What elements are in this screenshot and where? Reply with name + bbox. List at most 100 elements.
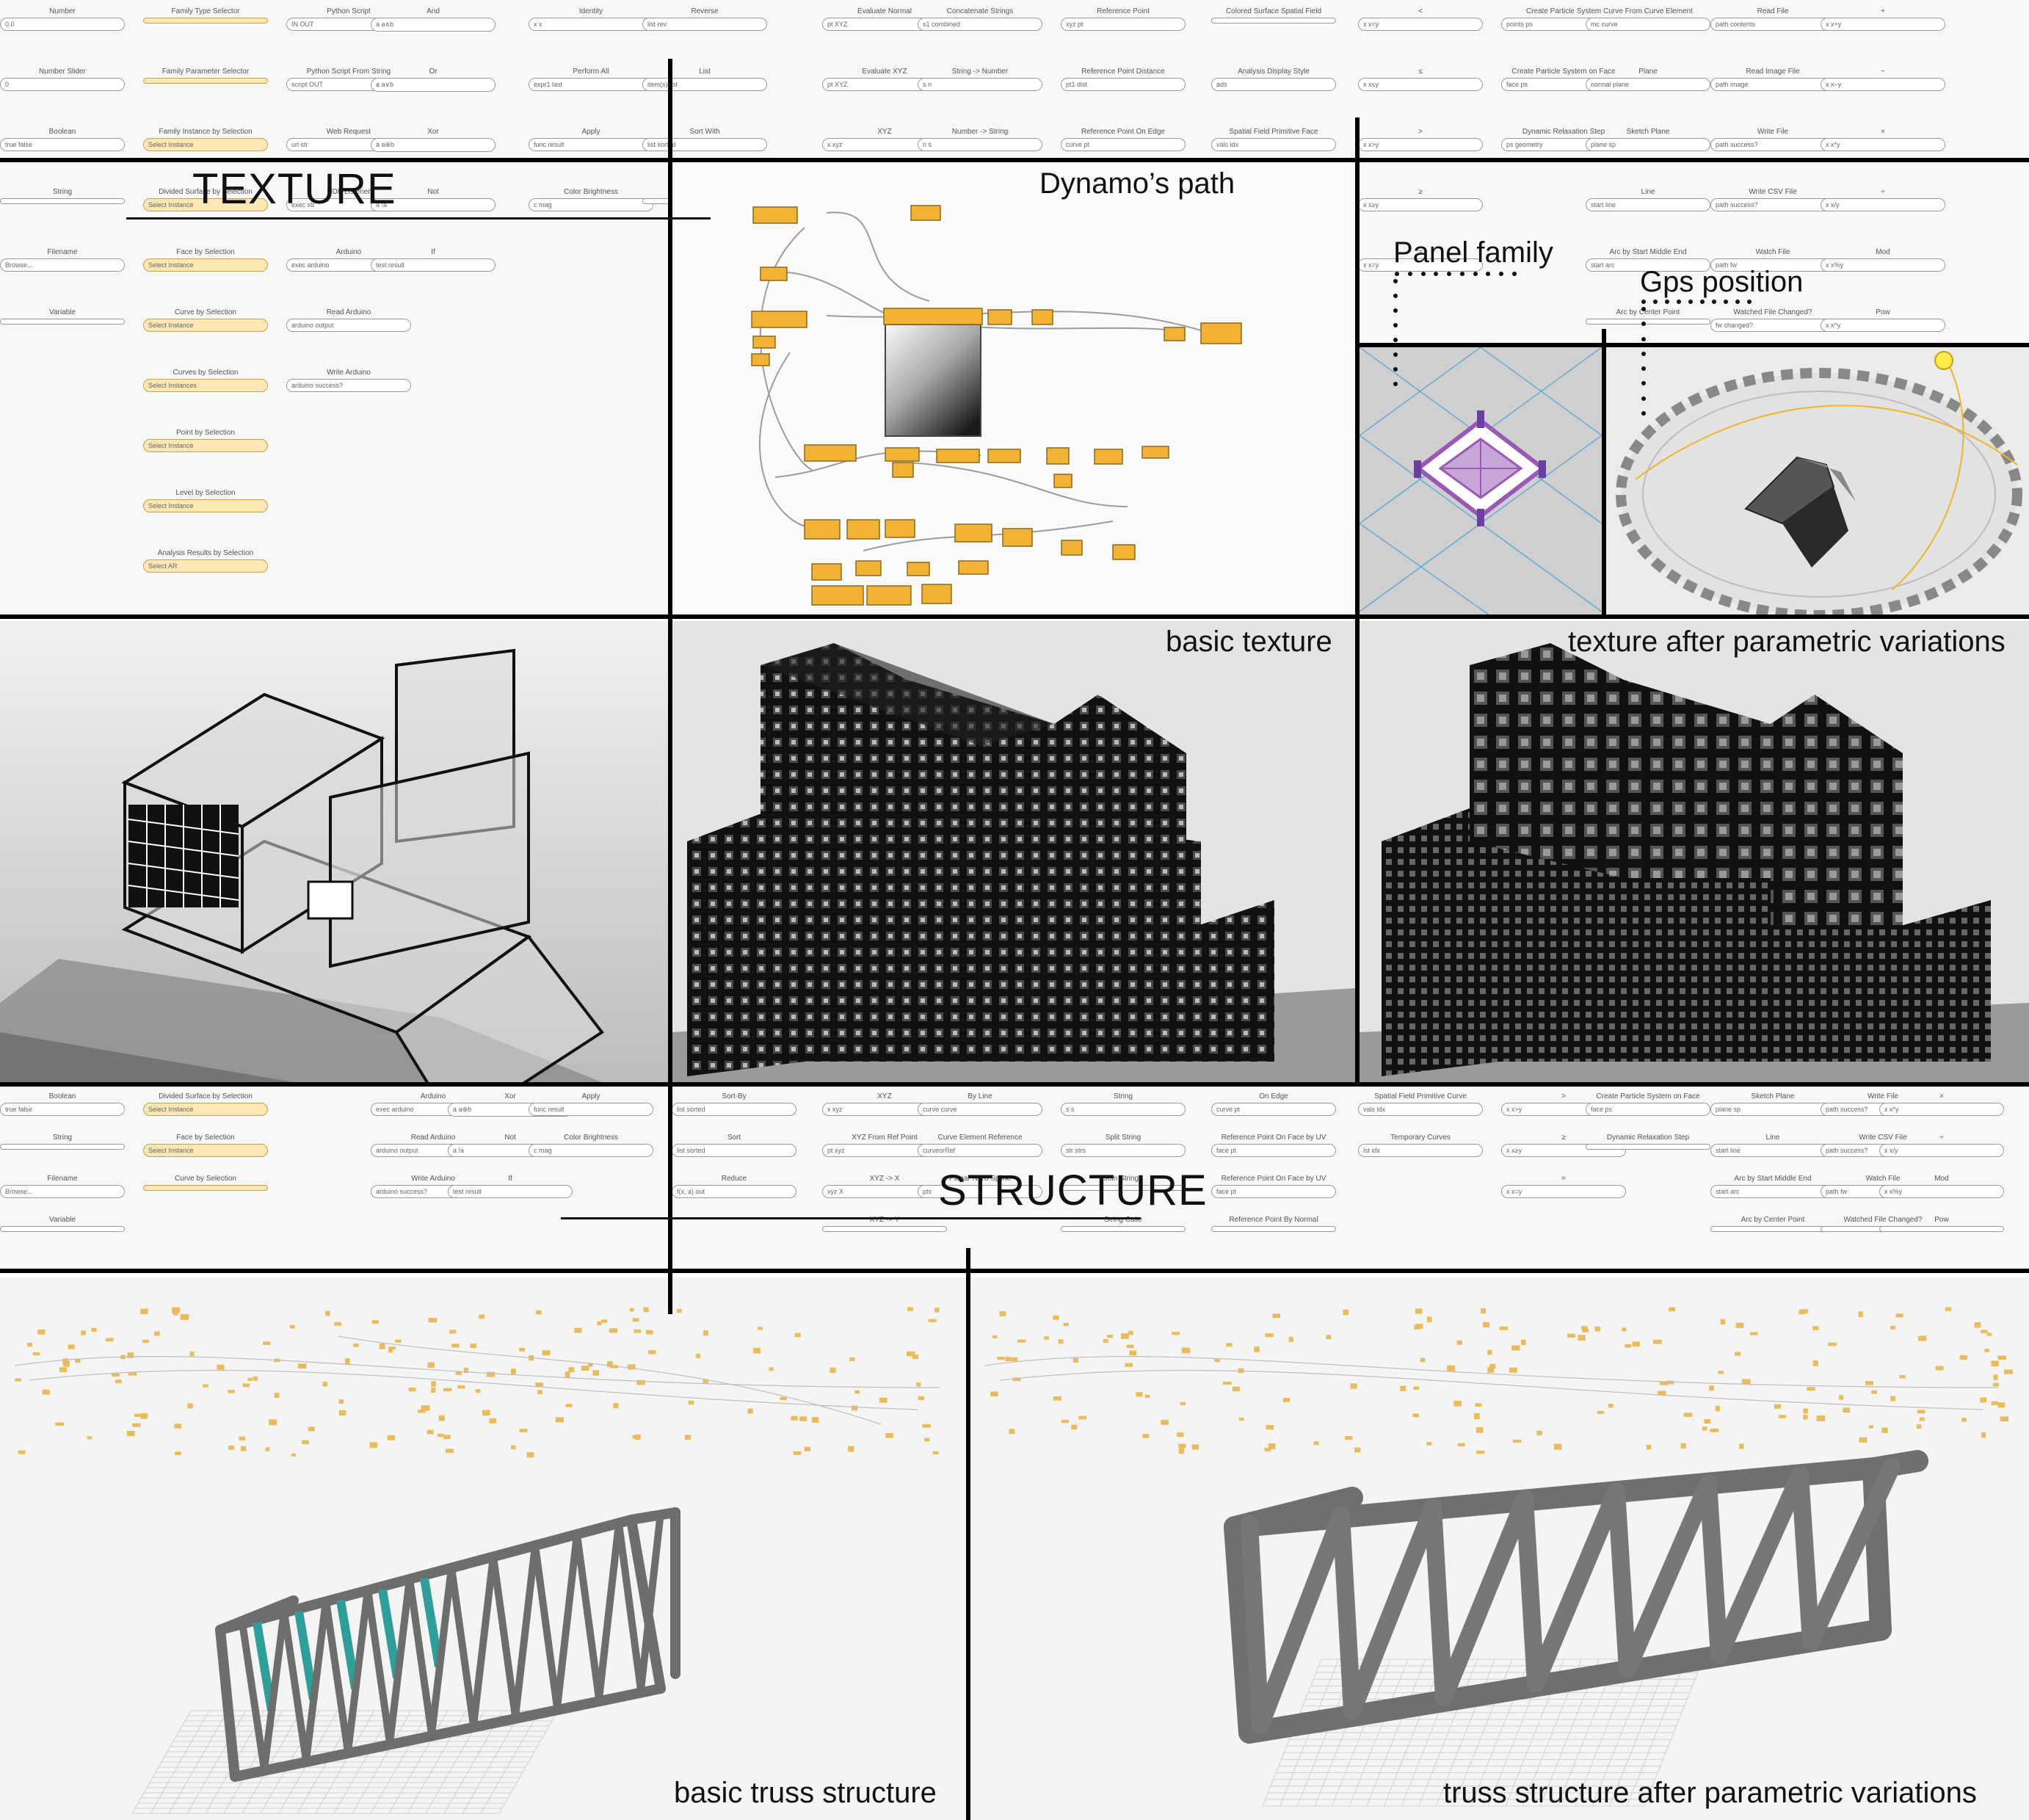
library-node[interactable]: xyz pt bbox=[1061, 18, 1186, 31]
library-node[interactable]: path contents bbox=[1710, 18, 1835, 31]
library-node[interactable]: x x=y bbox=[1501, 1185, 1626, 1198]
library-node[interactable]: x x bbox=[529, 18, 653, 31]
library-node[interactable]: pts bbox=[918, 1185, 1042, 1198]
library-node[interactable]: start line bbox=[1586, 198, 1710, 211]
library-node[interactable] bbox=[1710, 1226, 1835, 1232]
library-node[interactable]: x x>y bbox=[1358, 138, 1483, 151]
library-node[interactable]: list sorted bbox=[642, 138, 767, 151]
library-node[interactable]: plane sp bbox=[1586, 138, 1710, 151]
library-node[interactable]: vals idx bbox=[1211, 138, 1336, 151]
library-node[interactable]: Select Instances bbox=[143, 379, 268, 392]
library-node[interactable]: a a∧b bbox=[371, 18, 496, 32]
library-node[interactable]: x x/y bbox=[1821, 198, 1945, 211]
library-node[interactable]: path fw bbox=[1710, 258, 1835, 272]
library-node[interactable]: curveorRef bbox=[918, 1144, 1042, 1157]
library-node[interactable]: start line bbox=[1710, 1144, 1835, 1157]
library-node[interactable]: Select Instance bbox=[143, 258, 268, 272]
library-node[interactable]: Browse... bbox=[0, 258, 125, 272]
library-node[interactable]: Select Instance bbox=[143, 1144, 268, 1157]
library-node[interactable] bbox=[1586, 1144, 1710, 1150]
library-node[interactable]: func result bbox=[529, 138, 653, 151]
library-node[interactable]: list sorted bbox=[672, 1103, 796, 1116]
library-node[interactable]: x x<y bbox=[1358, 18, 1483, 31]
library-node[interactable] bbox=[822, 1226, 947, 1232]
library-node[interactable]: item(s) list bbox=[642, 78, 767, 91]
library-node[interactable]: 0.0 bbox=[0, 18, 125, 31]
library-node[interactable]: expr1 last bbox=[529, 78, 653, 91]
library-node[interactable]: c mag bbox=[529, 1144, 653, 1157]
library-node[interactable]: curve curve bbox=[918, 1103, 1042, 1116]
library-node[interactable]: pt xyz bbox=[822, 1144, 947, 1157]
library-node[interactable]: true false bbox=[0, 1103, 125, 1116]
library-node[interactable]: Select AR bbox=[143, 559, 268, 573]
library-node[interactable]: curve pt bbox=[1211, 1103, 1336, 1116]
library-node[interactable]: mc curve bbox=[1586, 18, 1710, 31]
library-node[interactable]: face pt bbox=[1211, 1185, 1336, 1198]
library-node[interactable] bbox=[1061, 1226, 1186, 1232]
library-node[interactable]: c mag bbox=[529, 198, 653, 211]
library-node[interactable]: fw changed? bbox=[1710, 319, 1835, 332]
library-node[interactable] bbox=[1586, 319, 1710, 325]
library-node[interactable]: func result bbox=[529, 1103, 653, 1116]
library-node[interactable]: x x−y bbox=[1821, 78, 1945, 91]
library-node[interactable]: pt1 dist bbox=[1061, 78, 1186, 91]
library-node[interactable] bbox=[1879, 1226, 2004, 1232]
library-node[interactable]: a a⊕b bbox=[371, 138, 496, 152]
library-node[interactable]: f(x, a) out bbox=[672, 1185, 796, 1198]
library-node[interactable]: path success? bbox=[1710, 138, 1835, 151]
library-node[interactable]: lst idx bbox=[1358, 1144, 1483, 1157]
library-node[interactable] bbox=[1211, 1226, 1336, 1232]
library-node[interactable]: ads bbox=[1211, 78, 1336, 91]
library-node[interactable]: start arc bbox=[1586, 258, 1710, 272]
library-node[interactable]: test result bbox=[448, 1185, 573, 1198]
library-node[interactable]: 0 bbox=[0, 78, 125, 91]
library-node[interactable]: Select Instance bbox=[143, 319, 268, 332]
library-node[interactable]: x x*y bbox=[1821, 138, 1945, 151]
library-node[interactable]: list sorted bbox=[672, 1144, 796, 1157]
library-node[interactable]: Select Instance bbox=[143, 499, 268, 512]
library-node[interactable] bbox=[0, 319, 125, 325]
library-node[interactable]: Browse... bbox=[0, 1185, 125, 1198]
library-node[interactable] bbox=[1211, 18, 1336, 23]
library-node[interactable]: start arc bbox=[1710, 1185, 1835, 1198]
library-node[interactable]: vals idx bbox=[1358, 1103, 1483, 1116]
library-node[interactable] bbox=[143, 1185, 268, 1191]
library-node[interactable]: face ps bbox=[1586, 1103, 1710, 1116]
library-node[interactable]: Select Instance bbox=[143, 1103, 268, 1116]
library-node[interactable]: s1 combined bbox=[918, 18, 1042, 31]
library-node[interactable] bbox=[143, 78, 268, 84]
library-node[interactable]: s s bbox=[1061, 1103, 1186, 1116]
library-node[interactable]: arduino output bbox=[286, 319, 411, 332]
library-node[interactable] bbox=[0, 1226, 125, 1232]
library-node[interactable] bbox=[143, 18, 268, 23]
library-node[interactable]: Select Instance bbox=[143, 138, 268, 151]
library-node[interactable]: Select Instance bbox=[143, 198, 268, 211]
library-node[interactable]: s n bbox=[918, 78, 1042, 91]
library-node[interactable]: path image bbox=[1710, 78, 1835, 91]
library-node[interactable]: x x*y bbox=[1879, 1103, 2004, 1116]
library-node[interactable]: xyz X bbox=[822, 1185, 947, 1198]
library-node[interactable]: x xyz bbox=[822, 138, 947, 151]
library-node[interactable] bbox=[1061, 1185, 1186, 1191]
library-node[interactable]: x x%y bbox=[1821, 258, 1945, 272]
library-node[interactable]: x x%y bbox=[1879, 1185, 2004, 1198]
library-node[interactable]: test result bbox=[371, 258, 496, 272]
library-node[interactable]: path success? bbox=[1710, 198, 1835, 211]
library-node[interactable]: a a∨b bbox=[371, 78, 496, 92]
library-node[interactable]: x x/y bbox=[1879, 1144, 2004, 1157]
library-node[interactable]: normal plane bbox=[1586, 78, 1710, 91]
library-node[interactable]: true false bbox=[0, 138, 125, 151]
library-node[interactable]: x x+y bbox=[1821, 18, 1945, 31]
library-node[interactable]: plane sp bbox=[1710, 1103, 1835, 1116]
library-node[interactable]: a !a bbox=[371, 198, 496, 211]
library-node[interactable]: Select Instance bbox=[143, 439, 268, 452]
library-node[interactable]: arduino success? bbox=[286, 379, 411, 392]
library-node[interactable] bbox=[0, 1144, 125, 1150]
library-node[interactable]: x x≤y bbox=[1358, 78, 1483, 91]
library-node[interactable] bbox=[0, 198, 125, 204]
library-node[interactable]: face pt bbox=[1211, 1144, 1336, 1157]
library-node[interactable]: x x^y bbox=[1821, 319, 1945, 332]
library-node[interactable]: list rev bbox=[642, 18, 767, 31]
library-node[interactable]: str strs bbox=[1061, 1144, 1186, 1157]
library-node[interactable]: curve pt bbox=[1061, 138, 1186, 151]
